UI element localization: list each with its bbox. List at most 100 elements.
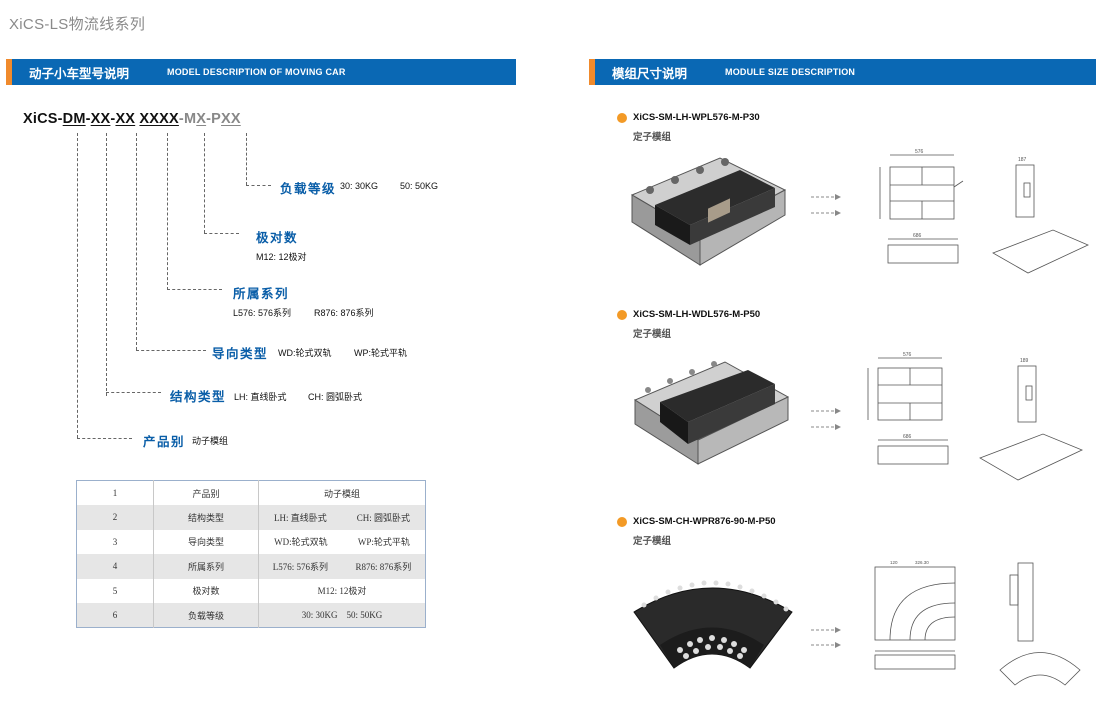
module-subtitle: 定子模组 <box>633 329 672 340</box>
row-number: 1 <box>112 488 118 498</box>
module-model: XiCS-SM-LH-WPL576-M-P30 <box>633 112 760 123</box>
section-title-en: MODEL DESCRIPTION OF MOVING CAR <box>167 67 346 77</box>
code-m: M <box>183 111 197 127</box>
arrow-right-icon <box>811 424 841 430</box>
header-accent <box>6 59 12 85</box>
arrow-right-icon <box>811 627 841 633</box>
section-header-model-description: 动子小车型号说明 MODEL DESCRIPTION OF MOVING CAR <box>6 59 516 85</box>
code-prefix: XiCS- <box>23 111 63 127</box>
section-header-module-size: 模组尺寸说明 MODULE SIZE DESCRIPTION <box>589 59 1096 85</box>
connector-line <box>106 133 107 396</box>
curved-module-render <box>633 580 793 669</box>
code-guide: XX <box>115 111 136 127</box>
section-title-zh: 模组尺寸说明 <box>612 66 688 81</box>
field-option: M12: 12极对 <box>256 252 307 262</box>
section-title-en: MODULE SIZE DESCRIPTION <box>725 67 856 77</box>
value-option: LH: 直线卧式 <box>273 512 327 523</box>
svg-text:189: 189 <box>1020 358 1029 364</box>
field-option: LH: 直线卧式 <box>234 392 287 402</box>
row-value: 动子模组 <box>258 480 426 505</box>
row-name: 结构类型 <box>153 505 259 530</box>
row-number: 5 <box>112 585 118 596</box>
code-sep: - <box>206 111 212 127</box>
arrow-right-icon <box>811 194 841 200</box>
section-title-zh: 动子小车型号说明 <box>29 66 130 81</box>
row-name: 导向类型 <box>153 529 259 554</box>
row-name: 所属系列 <box>153 554 259 579</box>
row-value: L576: 576系列 R876: 876系列 <box>258 554 426 579</box>
code-series: XXXX <box>139 111 179 127</box>
code-poles: X <box>196 111 207 127</box>
module-subtitle: 定子模组 <box>633 536 672 547</box>
connector-line <box>77 133 78 438</box>
svg-text:686: 686 <box>913 233 922 239</box>
row-value: LH: 直线卧式 CH: 圆弧卧式 <box>258 505 426 530</box>
table-row: 6 负载等级 30: 30KG 50: 50KG <box>76 603 426 628</box>
bullet-icon <box>617 309 627 320</box>
connector-line <box>136 350 206 351</box>
field-option: R876: 876系列 <box>314 308 374 318</box>
module-subtitle: 定子模组 <box>633 132 672 143</box>
code-dm: DM <box>62 111 86 127</box>
row-number: 4 <box>76 554 154 579</box>
table-row: 1 产品别 动子模组 <box>77 480 426 505</box>
bullet-icon <box>617 112 627 123</box>
linear-module-render <box>633 361 790 465</box>
code-load: XX <box>221 111 241 127</box>
module-model: XiCS-SM-CH-WPR876-90-M-P50 <box>633 516 776 527</box>
svg-text:576: 576 <box>903 352 912 358</box>
field-option: CH: 圆弧卧式 <box>308 392 363 402</box>
value-option: L576: 576系列 <box>272 561 328 572</box>
connector-line <box>167 133 168 290</box>
code-p: P <box>211 111 222 127</box>
connector-line <box>246 133 247 185</box>
value-option: WD:轮式双轨 <box>274 537 328 548</box>
field-label-load: 负载等级 <box>280 182 337 196</box>
spec-table: 1 产品别 动子模组 2 结构类型 LH: 直线卧式 CH: 圆弧卧式 3 导向类… <box>76 480 426 628</box>
connector-line <box>204 133 205 233</box>
table-row: 3 导向类型 WD:轮式双轨 WP:轮式平轨 <box>77 529 426 554</box>
field-option: 30: 30KG <box>340 181 379 191</box>
code-structure: XX <box>90 111 111 127</box>
arrow-right-icon <box>811 642 841 648</box>
code-sep: - <box>85 111 91 127</box>
row-number: 6 <box>76 603 154 628</box>
row-number: 2 <box>76 505 154 530</box>
field-label-series: 所属系列 <box>233 287 290 301</box>
code-sep: - <box>110 111 116 127</box>
connector-line <box>77 438 132 439</box>
page-title: XiCS-LS物流线系列 <box>9 16 146 33</box>
table-row: 2 结构类型 LH: 直线卧式 CH: 圆弧卧式 <box>76 505 426 530</box>
field-label-structure: 结构类型 <box>170 390 227 404</box>
code-sep: - <box>178 111 184 127</box>
field-option: WD:轮式双轨 <box>278 348 332 358</box>
table-row: 5 极对数 M12: 12极对 <box>77 578 426 603</box>
row-name: 极对数 <box>153 578 259 603</box>
svg-text:326.30: 326.30 <box>915 560 929 565</box>
row-number: 3 <box>112 536 118 547</box>
field-option: 50: 50KG <box>400 181 439 191</box>
connector-line <box>204 233 239 234</box>
field-option: WP:轮式平轨 <box>354 348 407 358</box>
row-value: M12: 12极对 <box>258 578 426 603</box>
field-label-poles: 极对数 <box>256 231 299 245</box>
field-option: 动子模组 <box>192 436 229 446</box>
row-name: 负载等级 <box>153 603 259 628</box>
value-option: R876: 876系列 <box>355 561 412 572</box>
connector-line <box>246 185 271 186</box>
value-option: WP:轮式平轨 <box>357 537 410 548</box>
bullet-icon <box>617 516 627 527</box>
svg-text:187: 187 <box>1018 157 1027 163</box>
model-code: XiCS-DM-XX-XX XXXX-MX-PXX <box>23 111 241 127</box>
row-name: 产品别 <box>153 480 259 505</box>
value-option: CH: 圆弧卧式 <box>356 512 410 523</box>
connector-line <box>167 289 222 290</box>
table-row: 4 所属系列 L576: 576系列 R876: 876系列 <box>76 554 426 579</box>
arrow-right-icon <box>811 210 841 216</box>
module-title: XiCS-SM-LH-WPL576-M-P30 <box>617 112 760 123</box>
field-label-guide: 导向类型 <box>212 347 269 361</box>
linear-module-render <box>630 157 787 266</box>
